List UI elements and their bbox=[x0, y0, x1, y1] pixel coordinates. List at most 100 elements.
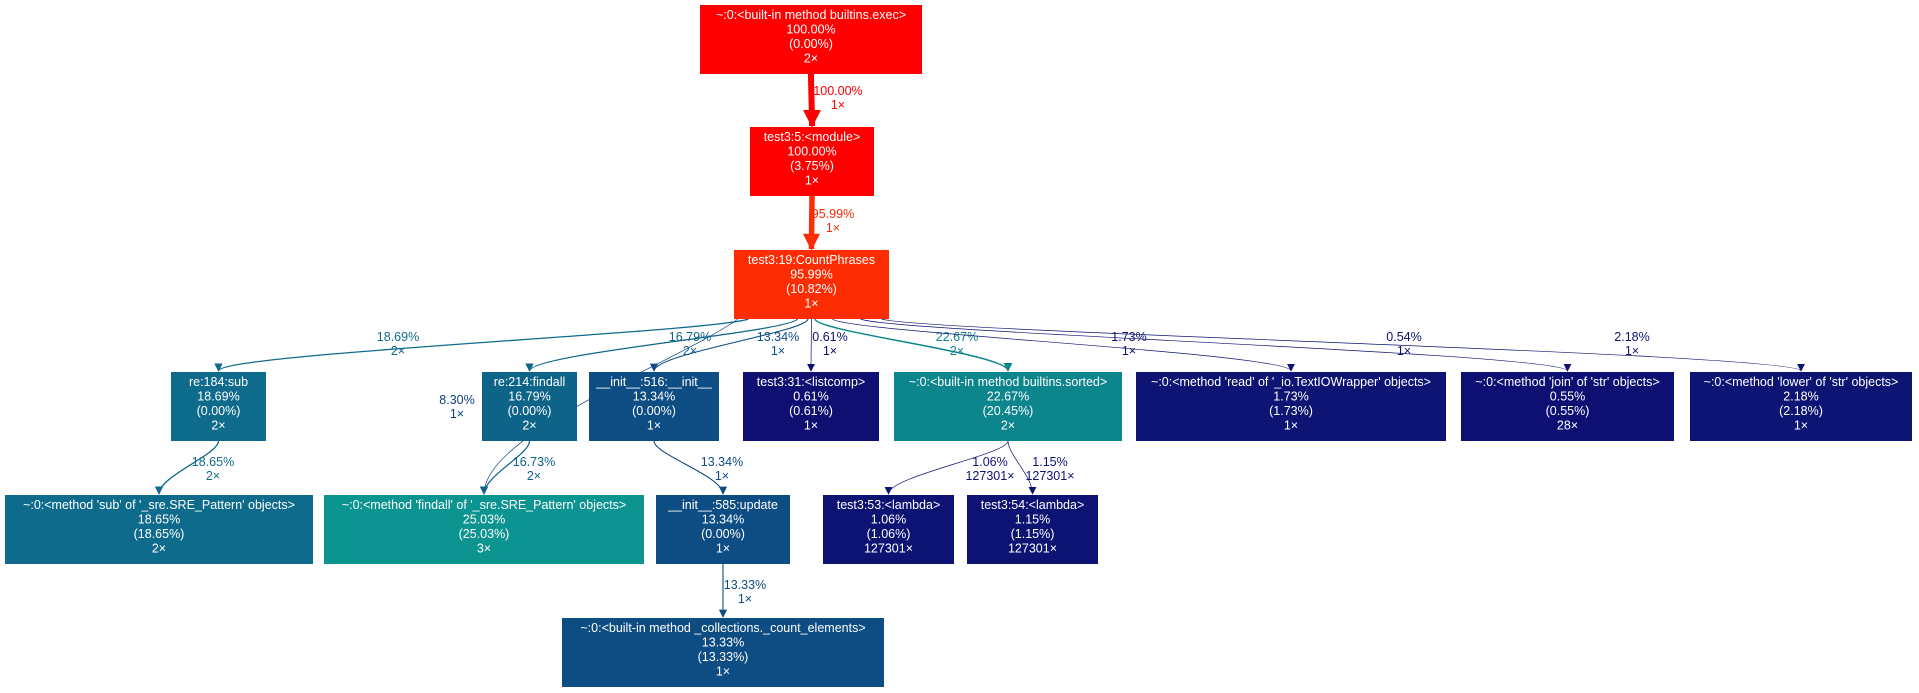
node-module[interactable]: test3:5:<module>100.00%(3.75%)1× bbox=[750, 127, 874, 196]
node-count_elements[interactable]: ~:0:<built-in method _collections._count… bbox=[562, 618, 884, 687]
node-function-label: __init__:516:__init__ bbox=[595, 375, 712, 389]
edge-line bbox=[803, 195, 821, 251]
edge-calls-label: 127301× bbox=[1025, 469, 1074, 483]
edge-re_sub-to-pattern_sub: 18.65%2× bbox=[154, 440, 234, 495]
node-self-percent: (0.61%) bbox=[789, 404, 833, 418]
node-total-percent: 1.06% bbox=[871, 513, 906, 527]
edge-percent-label: 13.34% bbox=[757, 330, 799, 344]
node-total-percent: 100.00% bbox=[786, 23, 835, 37]
node-call-count: 1× bbox=[716, 542, 730, 556]
node-total-percent: 13.34% bbox=[702, 513, 744, 527]
node-self-percent: (1.73%) bbox=[1269, 404, 1313, 418]
edge-countphrases-to-re_sub: 18.69%2× bbox=[214, 318, 749, 372]
edge-percent-label: 0.54% bbox=[1386, 330, 1421, 344]
edge-countphrases-to-listcomp: 0.61%1× bbox=[807, 318, 848, 372]
edge-calls-label: 1× bbox=[1122, 344, 1136, 358]
edge-sorted-to-lambda53: 1.06%127301× bbox=[884, 440, 1015, 495]
edges-layer: 100.00%1×95.99%1×18.69%2×8.30%1×16.79%2×… bbox=[154, 73, 1805, 618]
node-self-percent: (2.18%) bbox=[1779, 404, 1823, 418]
node-read[interactable]: ~:0:<method 'read' of '_io.TextIOWrapper… bbox=[1136, 372, 1446, 441]
node-box bbox=[700, 5, 922, 74]
node-total-percent: 16.79% bbox=[508, 390, 550, 404]
node-total-percent: 0.61% bbox=[793, 390, 828, 404]
edge-line bbox=[860, 318, 1572, 372]
node-sorted[interactable]: ~:0:<built-in method builtins.sorted>22.… bbox=[894, 372, 1122, 441]
node-call-count: 1× bbox=[1794, 419, 1808, 433]
edge-calls-label: 2× bbox=[527, 469, 541, 483]
node-box bbox=[967, 495, 1098, 564]
node-call-count: 2× bbox=[804, 52, 818, 66]
node-total-percent: 13.34% bbox=[633, 390, 675, 404]
edge-calls-label: 1× bbox=[771, 344, 785, 358]
node-total-percent: 2.18% bbox=[1783, 390, 1818, 404]
edge-calls-label: 2× bbox=[391, 344, 405, 358]
node-self-percent: (0.00%) bbox=[632, 404, 676, 418]
node-total-percent: 100.00% bbox=[787, 145, 836, 159]
node-box bbox=[1690, 372, 1912, 441]
node-total-percent: 1.73% bbox=[1273, 390, 1308, 404]
node-box bbox=[750, 127, 874, 196]
node-box bbox=[482, 372, 577, 441]
node-function-label: test3:53:<lambda> bbox=[837, 498, 941, 512]
node-self-percent: (20.45%) bbox=[983, 404, 1034, 418]
node-listcomp[interactable]: test3:31:<listcomp>0.61%(0.61%)1× bbox=[743, 372, 879, 441]
node-box bbox=[743, 372, 879, 441]
node-call-count: 1× bbox=[804, 419, 818, 433]
node-function-label: ~:0:<method 'sub' of '_sre.SRE_Pattern' … bbox=[23, 498, 295, 512]
node-init516[interactable]: __init__:516:__init__13.34%(0.00%)1× bbox=[589, 372, 719, 441]
node-self-percent: (13.33%) bbox=[698, 650, 749, 664]
edge-percent-label: 18.69% bbox=[377, 330, 419, 344]
edge-init516-to-update: 13.34%1× bbox=[653, 440, 743, 495]
edge-line bbox=[814, 318, 1013, 372]
node-function-label: __init__:585:update bbox=[667, 498, 778, 512]
edge-exec-to-module: 100.00%1× bbox=[802, 73, 863, 128]
edge-percent-label: 1.73% bbox=[1111, 330, 1146, 344]
node-call-count: 1× bbox=[716, 665, 730, 679]
edge-line bbox=[525, 318, 799, 372]
edge-line bbox=[832, 318, 1295, 372]
node-call-count: 1× bbox=[804, 297, 818, 311]
node-function-label: ~:0:<method 'read' of '_io.TextIOWrapper… bbox=[1151, 375, 1431, 389]
node-lambda54[interactable]: test3:54:<lambda>1.15%(1.15%)127301× bbox=[967, 495, 1098, 564]
node-call-count: 2× bbox=[522, 419, 536, 433]
node-box bbox=[1461, 372, 1674, 441]
node-total-percent: 1.15% bbox=[1015, 513, 1050, 527]
edge-percent-label: 95.99% bbox=[812, 207, 854, 221]
node-function-label: ~:0:<built-in method builtins.exec> bbox=[716, 8, 906, 22]
node-join[interactable]: ~:0:<method 'join' of 'str' objects>0.55… bbox=[1461, 372, 1674, 441]
edge-percent-label: 16.73% bbox=[513, 455, 555, 469]
edge-re_findall-to-pattern_findall: 16.73%2× bbox=[479, 440, 555, 495]
node-box bbox=[894, 372, 1122, 441]
edge-calls-label: 1× bbox=[738, 592, 752, 606]
node-function-label: test3:54:<lambda> bbox=[981, 498, 1085, 512]
node-pattern_findall[interactable]: ~:0:<method 'findall' of '_sre.SRE_Patte… bbox=[324, 495, 644, 564]
edge-line bbox=[807, 318, 816, 372]
node-lambda53[interactable]: test3:53:<lambda>1.06%(1.06%)127301× bbox=[823, 495, 954, 564]
edge-countphrases-to-lower: 2.18%1× bbox=[881, 318, 1805, 372]
edge-percent-label: 1.15% bbox=[1032, 455, 1067, 469]
node-pattern_sub[interactable]: ~:0:<method 'sub' of '_sre.SRE_Pattern' … bbox=[5, 495, 313, 564]
node-self-percent: (3.75%) bbox=[790, 159, 834, 173]
node-total-percent: 22.67% bbox=[987, 390, 1029, 404]
node-self-percent: (18.65%) bbox=[134, 527, 185, 541]
node-total-percent: 0.55% bbox=[1550, 390, 1585, 404]
node-call-count: 1× bbox=[1284, 419, 1298, 433]
edge-percent-label: 8.30% bbox=[439, 393, 474, 407]
node-lower[interactable]: ~:0:<method 'lower' of 'str' objects>2.1… bbox=[1690, 372, 1912, 441]
node-exec[interactable]: ~:0:<built-in method builtins.exec>100.0… bbox=[700, 5, 922, 74]
node-box bbox=[5, 495, 313, 564]
node-self-percent: (10.82%) bbox=[786, 282, 837, 296]
edge-line bbox=[802, 73, 821, 128]
edge-percent-label: 100.00% bbox=[813, 84, 862, 98]
edge-sorted-to-lambda54: 1.15%127301× bbox=[1007, 440, 1075, 495]
edge-percent-label: 1.06% bbox=[972, 455, 1007, 469]
node-box bbox=[324, 495, 644, 564]
edge-module-to-countphrases: 95.99%1× bbox=[803, 195, 854, 251]
node-self-percent: (0.55%) bbox=[1546, 404, 1590, 418]
node-box bbox=[171, 372, 266, 441]
